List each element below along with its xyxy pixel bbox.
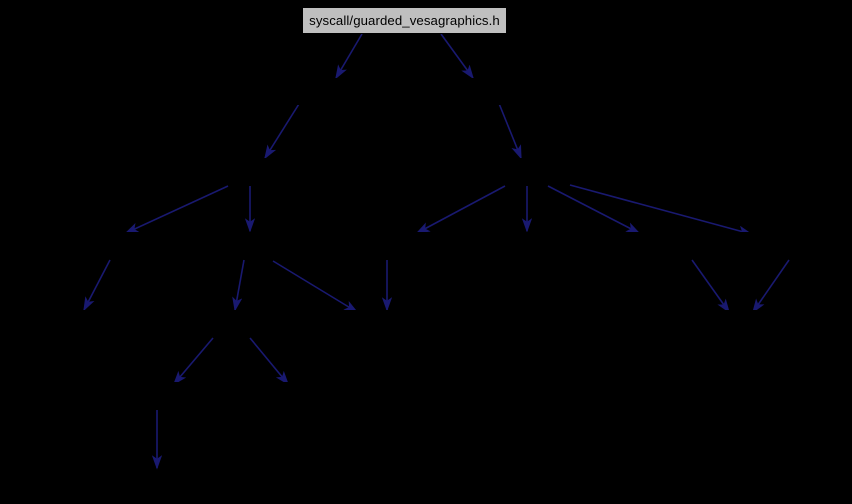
graph-node[interactable] — [206, 158, 294, 185]
graph-node[interactable] — [694, 310, 782, 337]
graph-edge — [415, 185, 506, 234]
graph-node[interactable] — [186, 310, 274, 337]
graph-edge — [264, 95, 305, 160]
graph-edge — [440, 33, 474, 80]
graph-node[interactable] — [374, 232, 462, 259]
graph-node[interactable] — [316, 310, 404, 337]
graph-node[interactable] — [206, 232, 294, 259]
graph-edge — [83, 259, 111, 312]
graph-edge — [752, 259, 790, 314]
graph-node[interactable] — [476, 158, 564, 185]
graph-node[interactable] — [128, 382, 216, 409]
graph-edge — [172, 337, 214, 386]
graph-edge — [547, 185, 641, 234]
graph-node[interactable] — [38, 310, 126, 337]
graph-node-root[interactable]: syscall/guarded_vesagraphics.h — [302, 7, 507, 34]
graph-edge — [124, 185, 229, 234]
graph-edges — [83, 33, 790, 470]
graph-node[interactable] — [81, 232, 169, 259]
graph-node[interactable] — [291, 78, 379, 105]
graph-edge — [569, 184, 753, 236]
graph-node[interactable] — [708, 232, 796, 259]
graph-node[interactable] — [484, 232, 572, 259]
graph-node[interactable] — [596, 232, 684, 259]
graph-edge — [232, 259, 245, 312]
graph-edge — [495, 95, 522, 160]
graph-node[interactable] — [248, 382, 336, 409]
graph-edge — [335, 33, 363, 80]
graph-edge — [691, 259, 730, 314]
graph-node[interactable] — [113, 470, 201, 497]
graph-edge — [249, 337, 290, 386]
graph-edge — [272, 260, 359, 313]
graph-node[interactable] — [430, 78, 518, 105]
